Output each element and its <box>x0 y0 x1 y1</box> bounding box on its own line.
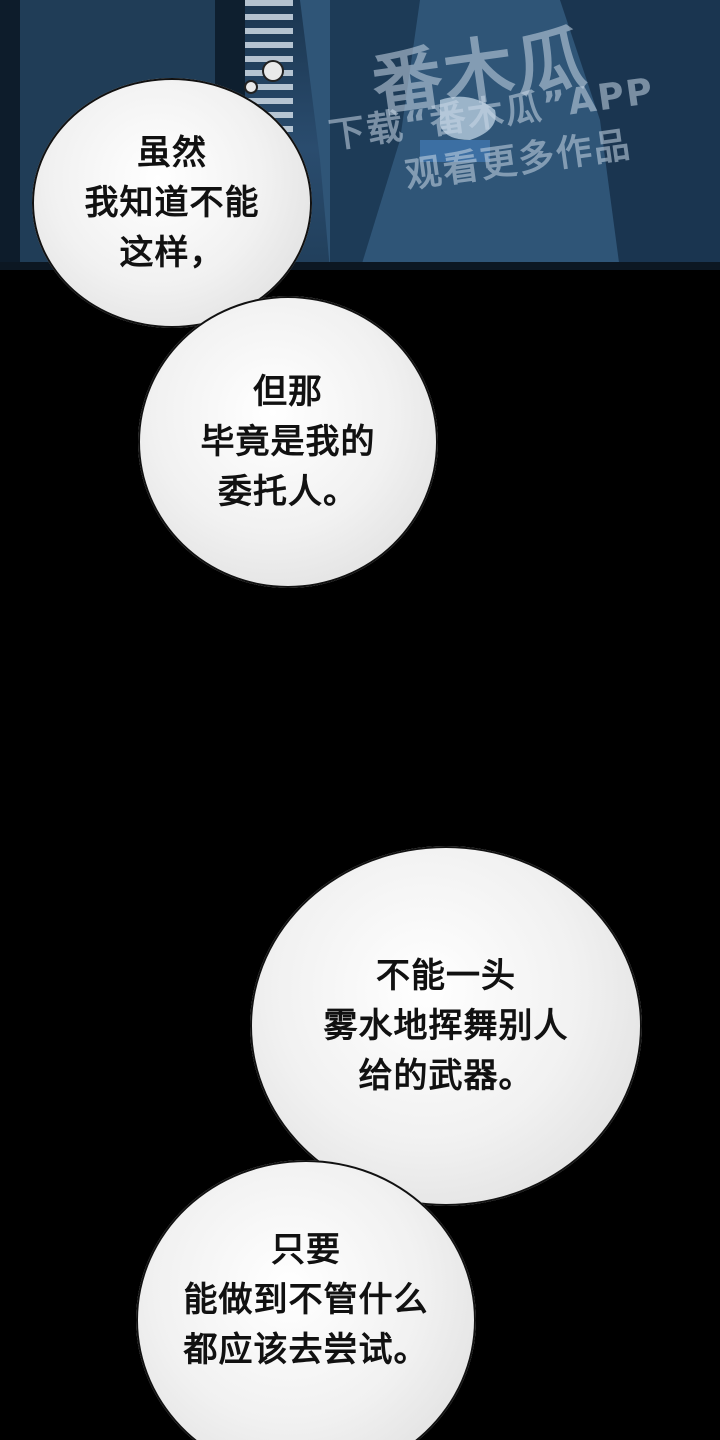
bubble-line: 委托人。 <box>218 472 358 512</box>
speech-bubble-3: 不能一头 雾水地挥舞别人 给的武器。 <box>250 846 642 1206</box>
bubble-line: 虽然 <box>137 133 207 173</box>
bubble-line: 毕竟是我的 <box>200 422 376 462</box>
bubble-line: 雾水地挥舞别人 <box>323 1006 569 1046</box>
bubble-line: 给的武器。 <box>358 1056 534 1096</box>
bubble-line: 不能一头 <box>376 956 516 996</box>
speech-bubble-1-text: 虽然 我知道不能 这样， <box>85 128 260 278</box>
speech-bubble-4: 只要 能做到不管什么 都应该去尝试。 <box>136 1160 476 1440</box>
thought-tail-dot <box>244 80 258 94</box>
bubble-line: 但那 <box>253 372 323 412</box>
speech-bubble-4-text: 只要 能做到不管什么 都应该去尝试。 <box>184 1225 429 1375</box>
bubble-line: 这样， <box>119 233 225 273</box>
speech-bubble-2: 但那 毕竟是我的 委托人。 <box>138 296 438 588</box>
bubble-line: 只要 <box>271 1230 341 1270</box>
speech-bubble-2-text: 但那 毕竟是我的 委托人。 <box>201 367 376 517</box>
speech-bubble-1: 虽然 我知道不能 这样， <box>32 78 312 328</box>
bubble-line: 我知道不能 <box>84 183 260 223</box>
bubble-line: 能做到不管什么 <box>183 1280 429 1320</box>
bubble-line: 都应该去尝试。 <box>183 1330 429 1370</box>
thought-tail-dot <box>262 60 284 82</box>
speech-bubble-3-text: 不能一头 雾水地挥舞别人 给的武器。 <box>324 951 569 1101</box>
